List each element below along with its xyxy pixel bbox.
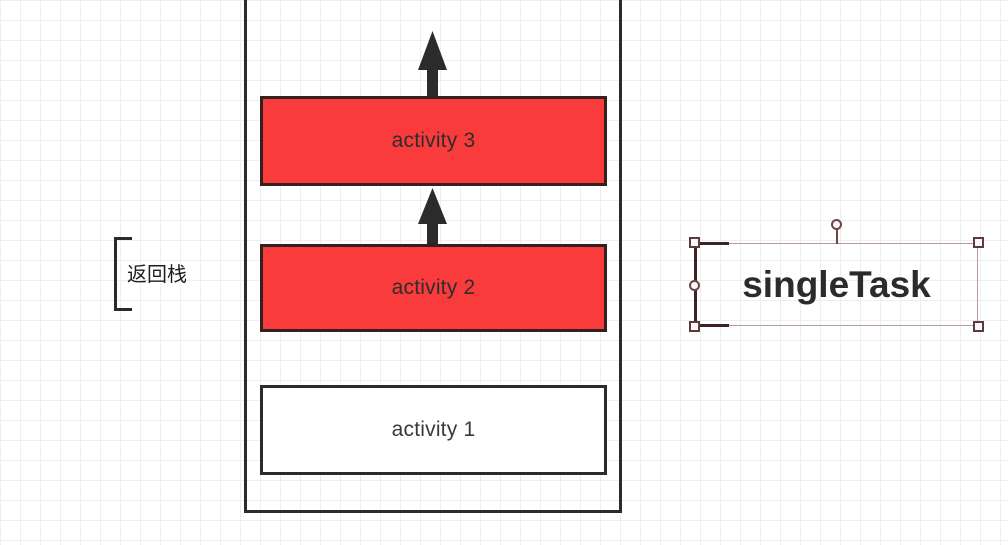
activity-box-3-label: activity 3 bbox=[391, 129, 476, 152]
back-stack-label: 返回栈 bbox=[127, 262, 187, 286]
resize-handle-bottom-left[interactable] bbox=[689, 321, 700, 332]
connection-handle-left-icon[interactable] bbox=[689, 280, 700, 291]
resize-handle-top-right[interactable] bbox=[973, 237, 984, 248]
back-stack-bracket-icon bbox=[114, 237, 132, 311]
activity-box-2-label: activity 2 bbox=[391, 276, 476, 299]
resize-handle-top-left[interactable] bbox=[689, 237, 700, 248]
activity-box-2[interactable]: activity 2 bbox=[260, 244, 607, 332]
activity-box-1-label: activity 1 bbox=[391, 418, 476, 441]
task-stack-container[interactable] bbox=[244, 0, 622, 513]
rotate-handle-stem bbox=[836, 225, 838, 244]
resize-handle-bottom-right[interactable] bbox=[973, 321, 984, 332]
selection-edge-bottom-left bbox=[695, 324, 729, 327]
single-task-shape[interactable]: singleTask bbox=[689, 219, 984, 332]
rotate-handle-icon[interactable] bbox=[831, 219, 842, 230]
single-task-label: singleTask bbox=[742, 263, 931, 305]
selection-edge-top-left bbox=[695, 242, 729, 245]
activity-box-3[interactable]: activity 3 bbox=[260, 96, 607, 186]
activity-box-1[interactable]: activity 1 bbox=[260, 385, 607, 475]
